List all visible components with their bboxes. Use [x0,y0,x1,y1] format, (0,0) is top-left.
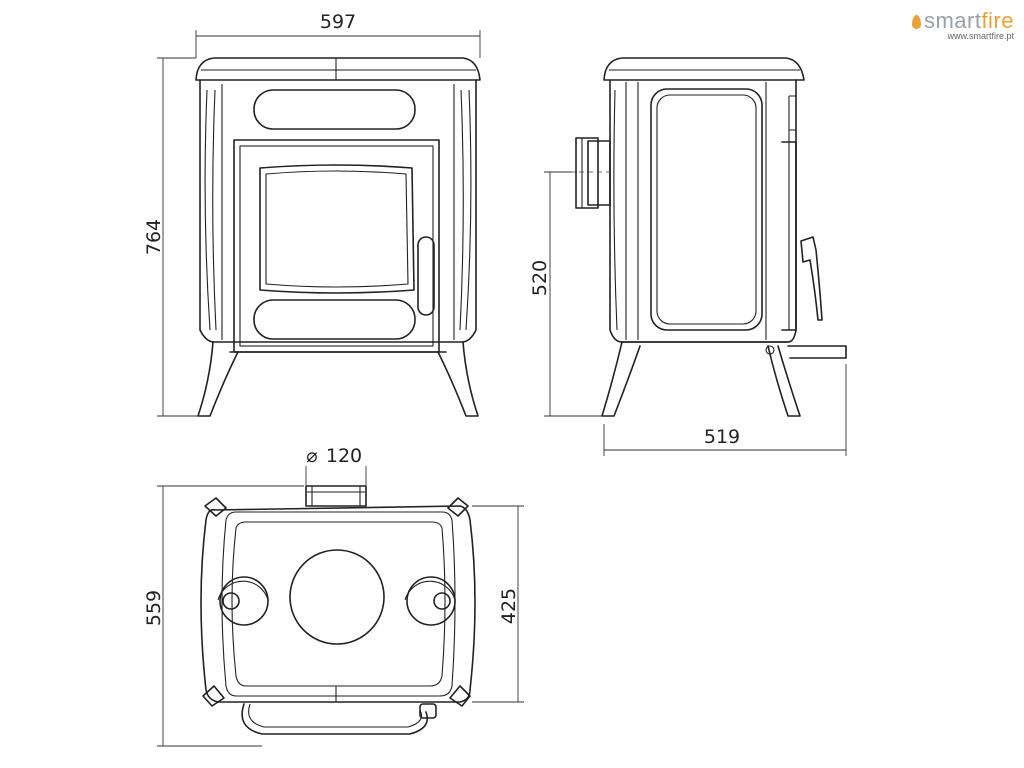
dim-side-depth: 519 [704,426,740,448]
brand-name-suffix: fire [981,8,1014,33]
side-height-dimension: 520 [529,171,602,417]
dim-front-height: 764 [143,219,165,255]
top-body-depth-dimension: 425 [472,505,524,703]
dim-flue-diameter: 120 [326,445,362,467]
dim-front-width: 597 [320,11,356,33]
brand-name: smartfire [911,8,1014,34]
dim-side-height: 520 [529,260,551,296]
side-view [575,57,847,417]
dim-top-body-depth: 425 [498,588,520,624]
front-view [195,57,481,417]
flame-icon [911,15,921,29]
front-width-dimension: 597 [195,11,481,58]
dim-top-overall-depth: 559 [143,590,165,626]
brand-name-prefix: smart [923,8,982,33]
brand-logo: smartfire www.smartfire.pt [911,8,1014,41]
front-height-dimension: 764 [143,57,198,417]
brand-url: www.smartfire.pt [947,31,1014,41]
top-overall-depth-dimension: 559 [143,485,304,747]
flue-diameter-dimension: ⌀ 120 [305,445,367,486]
diameter-symbol: ⌀ [306,445,317,467]
top-view [200,485,476,735]
side-depth-dimension: 519 [603,364,847,456]
